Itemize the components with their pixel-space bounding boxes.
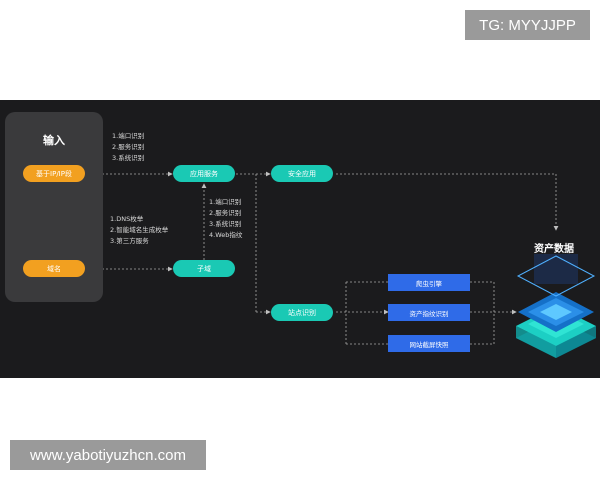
domain-note-item: 1.DNS枚举 bbox=[110, 215, 144, 223]
domain-note-item: 2.智能域名生成枚举 bbox=[110, 226, 169, 234]
service-note-item: 2.服务识别 bbox=[209, 209, 242, 217]
node-app-service: 应用服务 bbox=[173, 165, 235, 182]
ip-note-item: 3.系统识别 bbox=[112, 154, 145, 162]
watermark-bottom: www.yabotiyuzhcn.com bbox=[10, 440, 206, 470]
service-note-item: 3.系统识别 bbox=[209, 220, 242, 228]
node-subdomain: 子域 bbox=[173, 260, 235, 277]
node-ip-segment: 基于IP/IP段 bbox=[23, 165, 85, 182]
node-asset-fingerprint: 资产指纹识别 bbox=[388, 304, 470, 321]
domain-note-item: 3.第三方服务 bbox=[110, 237, 149, 245]
asset-data-icon bbox=[516, 254, 596, 358]
node-crawler-engine: 爬虫引擎 bbox=[388, 274, 470, 291]
connector-lines bbox=[86, 171, 596, 358]
service-notes: 1.端口识别 2.服务识别 3.系统识别 4.Web指纹 bbox=[209, 197, 242, 241]
node-security-app: 安全应用 bbox=[271, 165, 333, 182]
node-site-snapshot: 网站截屏快照 bbox=[388, 335, 470, 352]
ip-note-item: 1.端口识别 bbox=[112, 132, 145, 140]
service-note-item: 1.端口识别 bbox=[209, 198, 242, 206]
ip-note-item: 2.服务识别 bbox=[112, 143, 145, 151]
service-note-item: 4.Web指纹 bbox=[209, 231, 243, 239]
node-domain: 域名 bbox=[23, 260, 85, 277]
ip-notes: 1.端口识别 2.服务识别 3.系统识别 bbox=[112, 131, 144, 164]
watermark-top: TG: MYYJJPP bbox=[465, 10, 590, 40]
domain-notes: 1.DNS枚举 2.智能域名生成枚举 3.第三方服务 bbox=[110, 214, 168, 247]
diagram-canvas: 输入 基于IP/IP段 域名 1.端口识别 2.服务识别 3.系统识别 1.DN… bbox=[0, 100, 600, 378]
asset-data-label: 资产数据 bbox=[534, 244, 574, 255]
node-site-recognition: 站点识别 bbox=[271, 304, 333, 321]
input-panel-title: 输入 bbox=[43, 134, 65, 147]
